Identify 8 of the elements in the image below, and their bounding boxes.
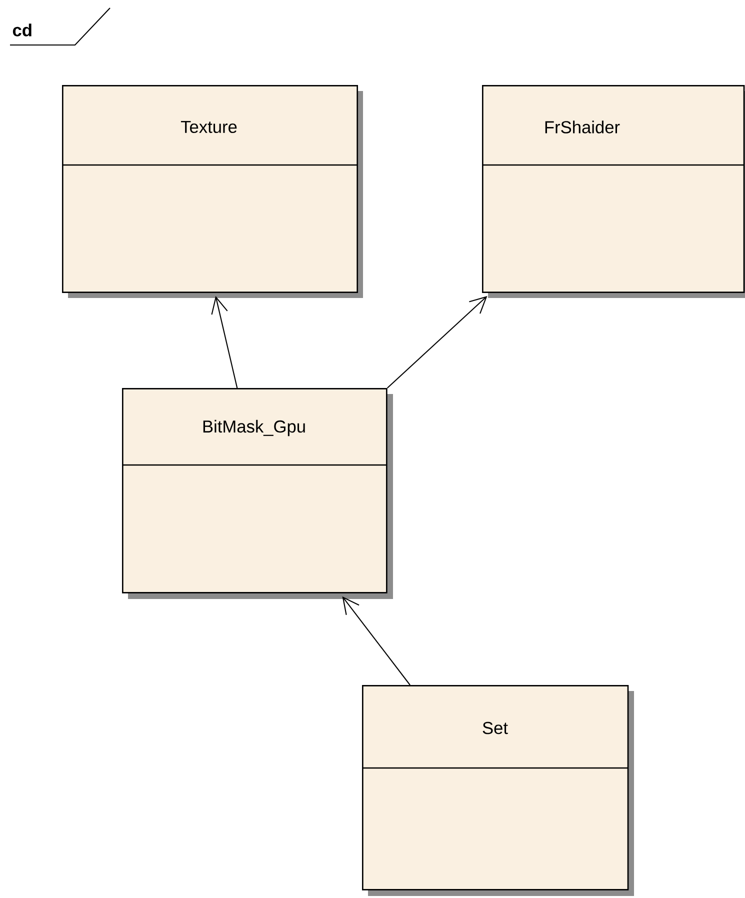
arrow <box>386 296 488 388</box>
arrow <box>211 296 238 388</box>
class-box: FrShaider <box>482 85 745 298</box>
class-box: Set <box>362 685 634 896</box>
frame-label: cd <box>12 24 32 36</box>
arrow <box>342 596 410 686</box>
class-box: Texture <box>62 85 363 298</box>
class-box: BitMask_Gpu <box>122 388 393 599</box>
